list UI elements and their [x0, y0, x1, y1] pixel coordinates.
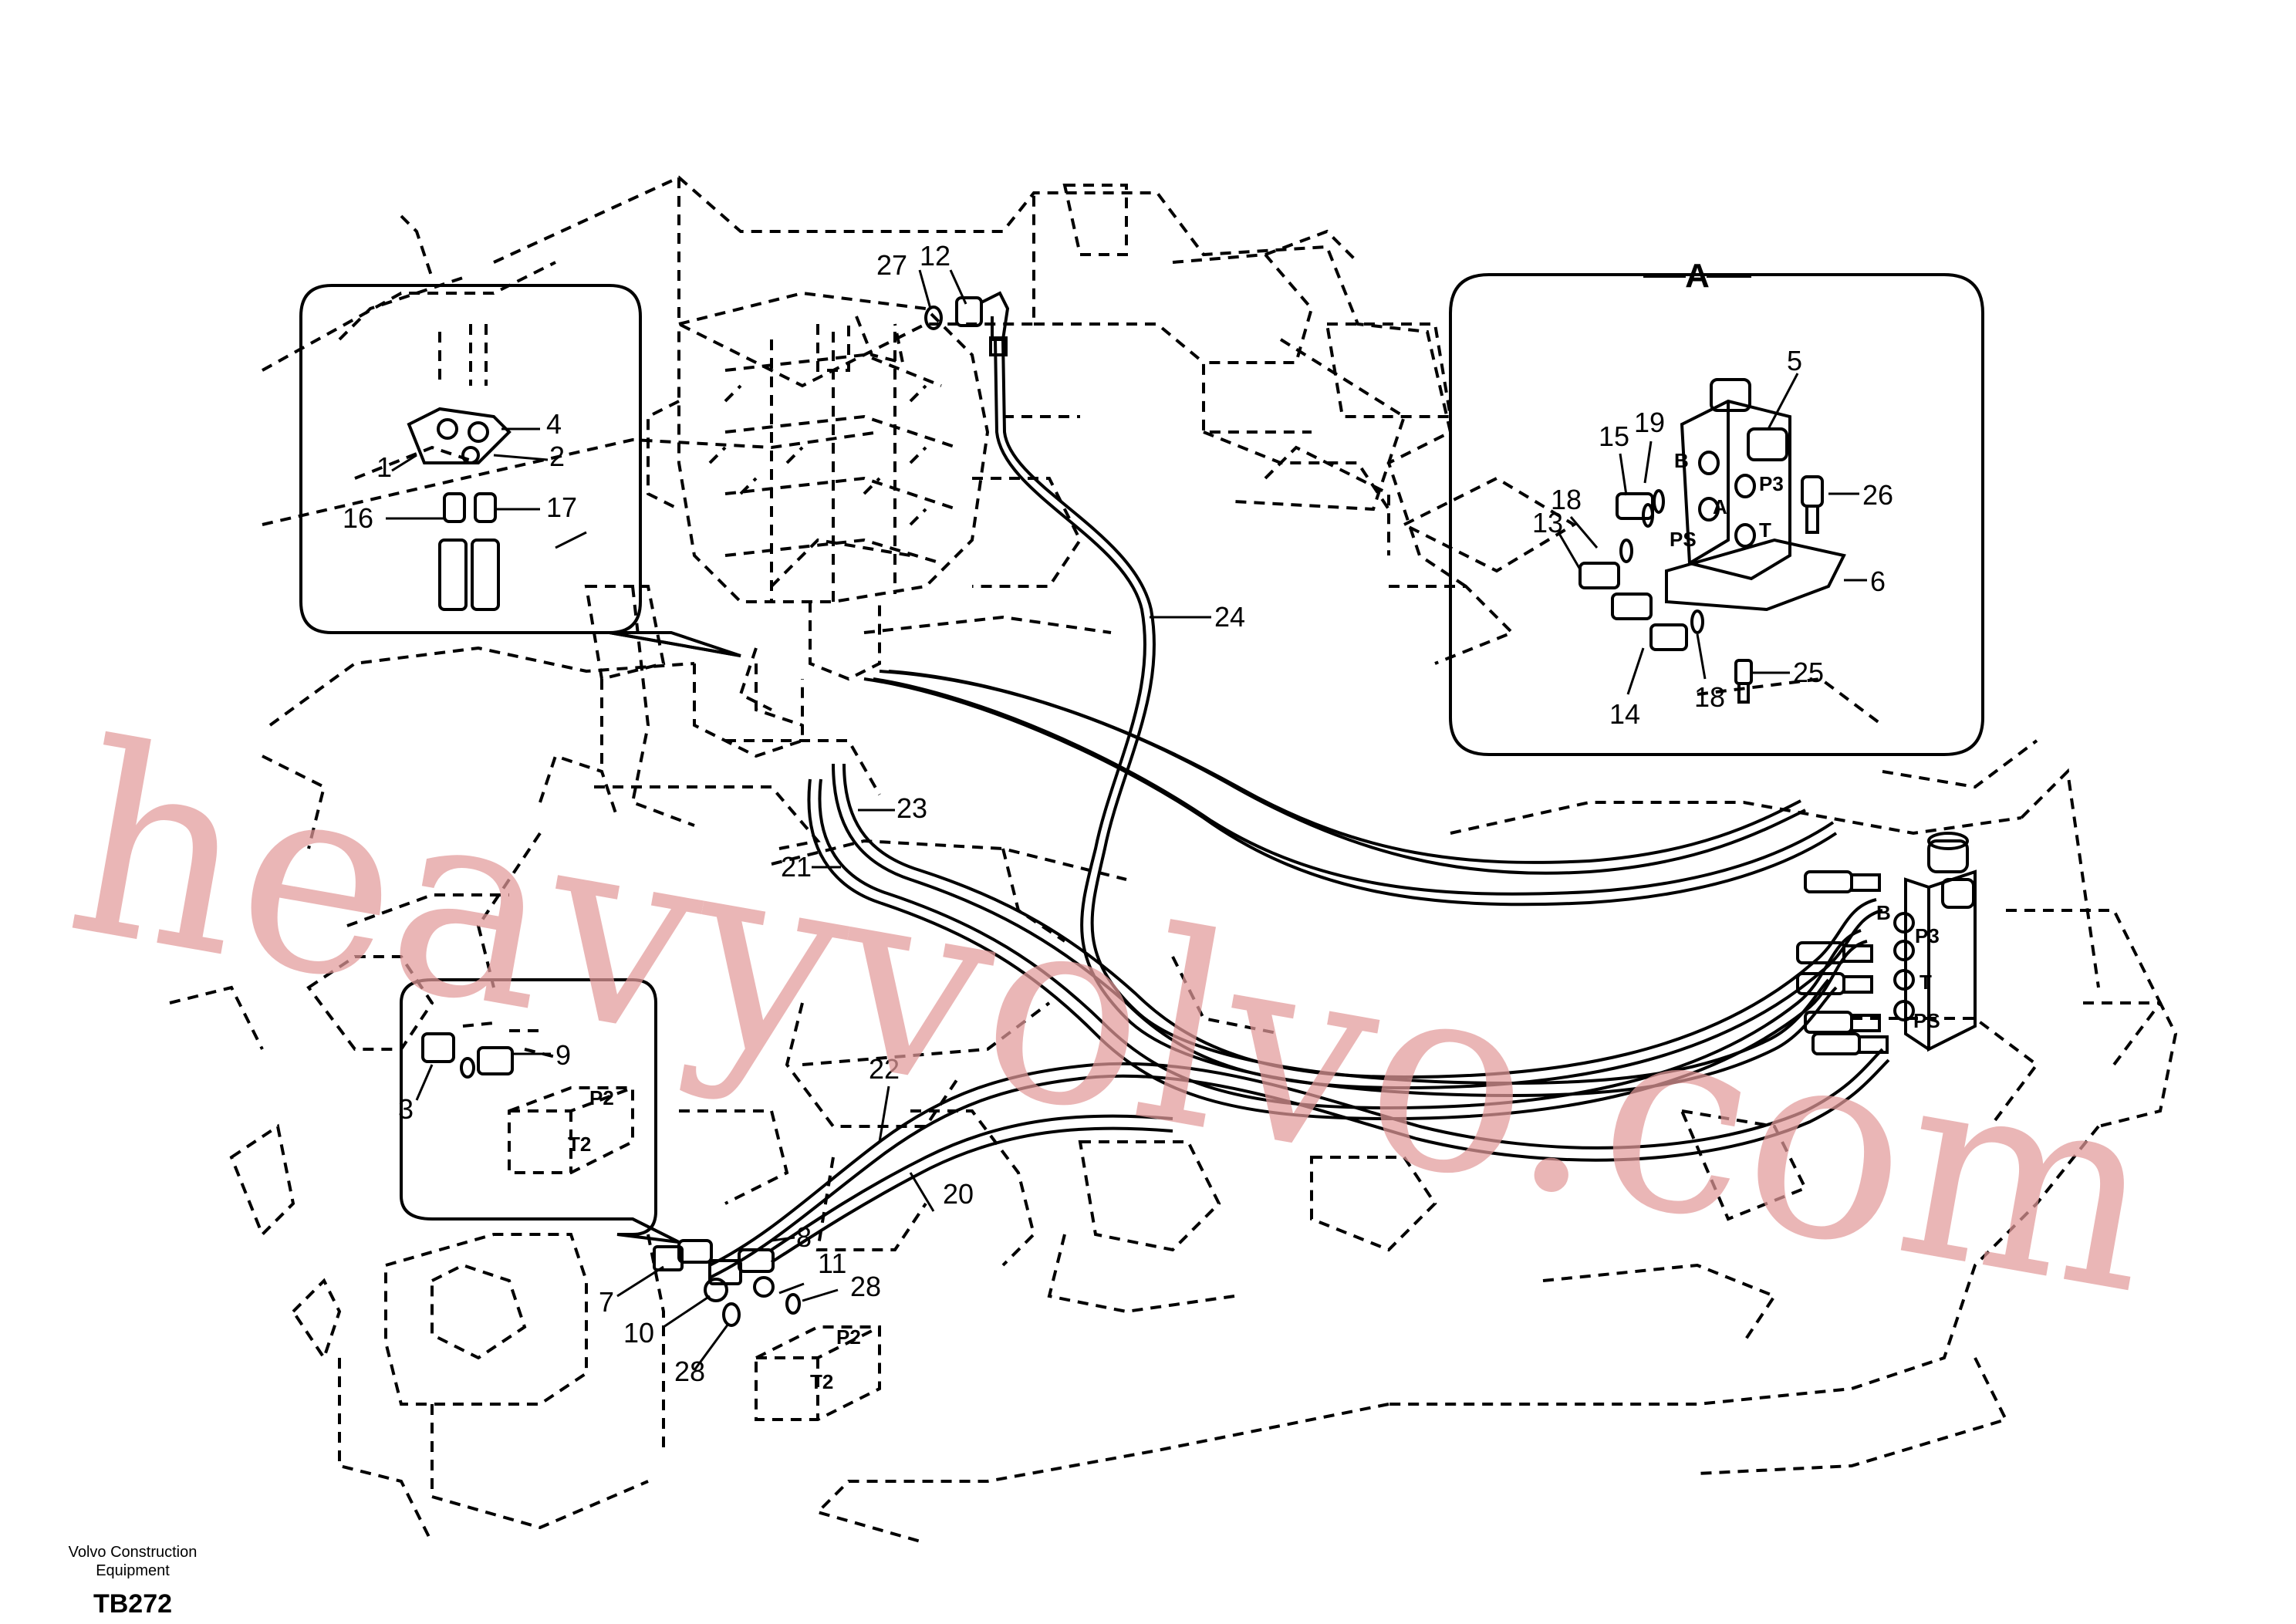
callout-15: 15	[1599, 420, 1629, 452]
port-label-p2-inset: P2	[589, 1086, 614, 1109]
detail-port-ps: PS	[1670, 528, 1697, 551]
callout-labels: 1 2 3 4 5 6 7 8 9 10 11 12 13 14 15 16 1…	[343, 240, 1893, 1387]
callout-2: 2	[549, 441, 565, 472]
drawing-code: TB272	[93, 1589, 173, 1619]
control-valve-block	[584, 291, 1082, 758]
callout-22: 22	[869, 1053, 900, 1085]
detail-title: A	[1685, 257, 1710, 295]
inset-manifold-detail	[299, 284, 741, 657]
callout-3: 3	[398, 1093, 414, 1125]
callout-12: 12	[920, 240, 950, 272]
inset-port-detail: P2 T2	[400, 978, 680, 1244]
port-label-ps: PS	[1913, 1009, 1940, 1032]
port-label-t: T	[1920, 971, 1932, 994]
callout-19: 19	[1634, 407, 1665, 438]
detail-a-inset: A B P3 A PS T	[1449, 257, 1984, 756]
right-hose-fittings	[1796, 870, 1889, 1055]
callout-24: 24	[1214, 601, 1245, 633]
port-label-t2-inset: T2	[568, 1133, 591, 1156]
lower-left-fittings	[616, 1236, 839, 1371]
footer: Volvo Construction Equipment TB272	[40, 1543, 225, 1619]
callout-17: 17	[546, 491, 577, 523]
callout-16: 16	[343, 502, 373, 534]
callout-25: 25	[1793, 657, 1824, 688]
lower-port-block: P2 T2	[755, 1325, 881, 1421]
hose-runs	[709, 339, 1890, 1279]
port-label-p2-lower: P2	[836, 1325, 861, 1349]
callout-14: 14	[1609, 698, 1640, 730]
machine-frame-outline	[169, 175, 2178, 1545]
callout-9: 9	[555, 1039, 571, 1071]
callout-23: 23	[896, 792, 927, 824]
top-fittings	[918, 269, 1010, 356]
callout-6: 6	[1870, 566, 1886, 597]
callout-26: 26	[1862, 479, 1893, 511]
detail-port-a: A	[1713, 495, 1727, 518]
main-leaders	[555, 531, 1211, 1212]
brand-line-1: Volvo Construction	[68, 1544, 198, 1561]
callout-10: 10	[623, 1317, 654, 1349]
callout-18b: 18	[1694, 681, 1725, 713]
callout-28a: 28	[850, 1271, 881, 1302]
callout-18a: 18	[1551, 484, 1582, 515]
callout-5: 5	[1787, 345, 1802, 376]
pilot-valve-right: B P3 T PS	[1876, 832, 1977, 1052]
callout-11: 11	[818, 1248, 846, 1279]
detail-port-t: T	[1759, 518, 1771, 542]
callout-21: 21	[781, 851, 812, 883]
callout-4: 4	[546, 408, 562, 440]
callout-27: 27	[876, 249, 907, 281]
callout-8: 8	[796, 1221, 812, 1253]
callout-20: 20	[943, 1178, 974, 1210]
callout-7: 7	[599, 1286, 614, 1318]
callout-28b: 28	[674, 1356, 705, 1387]
callout-1: 1	[376, 451, 392, 483]
port-label-b: B	[1876, 901, 1891, 924]
brand-line-2: Equipment	[96, 1562, 170, 1579]
callout-13: 13	[1532, 507, 1563, 539]
port-label-p3: P3	[1915, 924, 1940, 947]
port-label-t2-lower: T2	[810, 1370, 833, 1393]
detail-port-b: B	[1674, 449, 1689, 472]
detail-port-p3: P3	[1759, 472, 1784, 495]
